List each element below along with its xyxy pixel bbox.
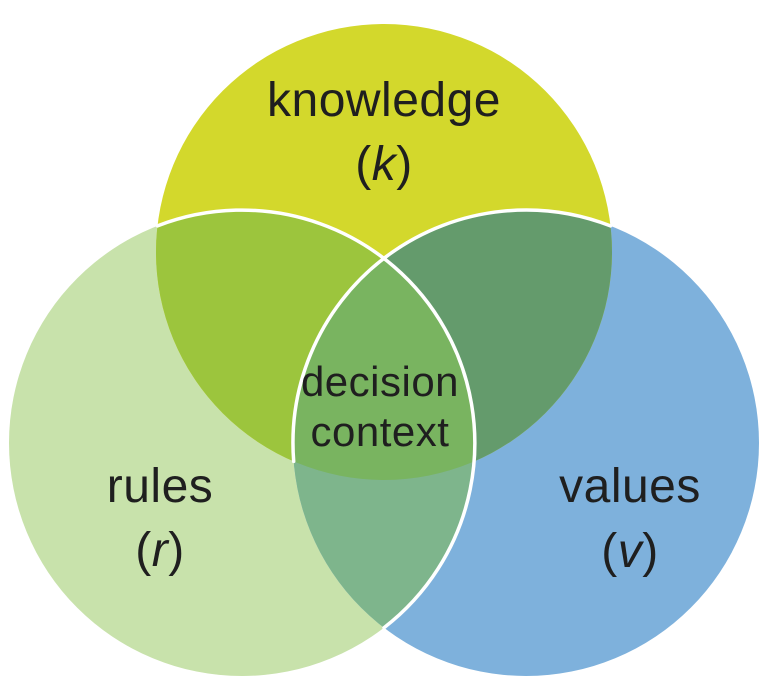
knowledge-label-text: knowledge <box>267 74 501 127</box>
values-label-text: values <box>559 460 701 513</box>
open-paren: ( <box>601 525 617 578</box>
decision-context-label-line2: context <box>311 408 450 455</box>
knowledge-symbol: k <box>372 138 399 191</box>
decision-text: decision <box>301 358 459 405</box>
decision-context-label-line1: decision <box>301 358 459 405</box>
decision-context-region <box>293 210 475 480</box>
context-text: context <box>311 408 450 455</box>
center-clip-inner <box>293 210 475 480</box>
knowledge-label: knowledge <box>267 74 501 127</box>
rules-label: rules <box>107 460 214 513</box>
values-edge-divider <box>291 208 613 464</box>
open-paren: ( <box>355 138 371 191</box>
values-symbol-label: (v) <box>601 525 658 578</box>
close-paren: ) <box>396 138 412 191</box>
close-paren: ) <box>168 524 184 577</box>
values-symbol: v <box>618 525 645 578</box>
rules-symbol-label: (r) <box>135 524 184 577</box>
rules-label-text: rules <box>107 460 214 513</box>
rules-edge-divider <box>155 208 477 630</box>
values-label: values <box>559 460 701 513</box>
close-paren: ) <box>642 525 658 578</box>
rules-symbol: r <box>152 524 170 577</box>
open-paren: ( <box>135 524 151 577</box>
center-clip-outer <box>293 210 475 480</box>
knowledge-symbol-label: (k) <box>355 138 412 191</box>
